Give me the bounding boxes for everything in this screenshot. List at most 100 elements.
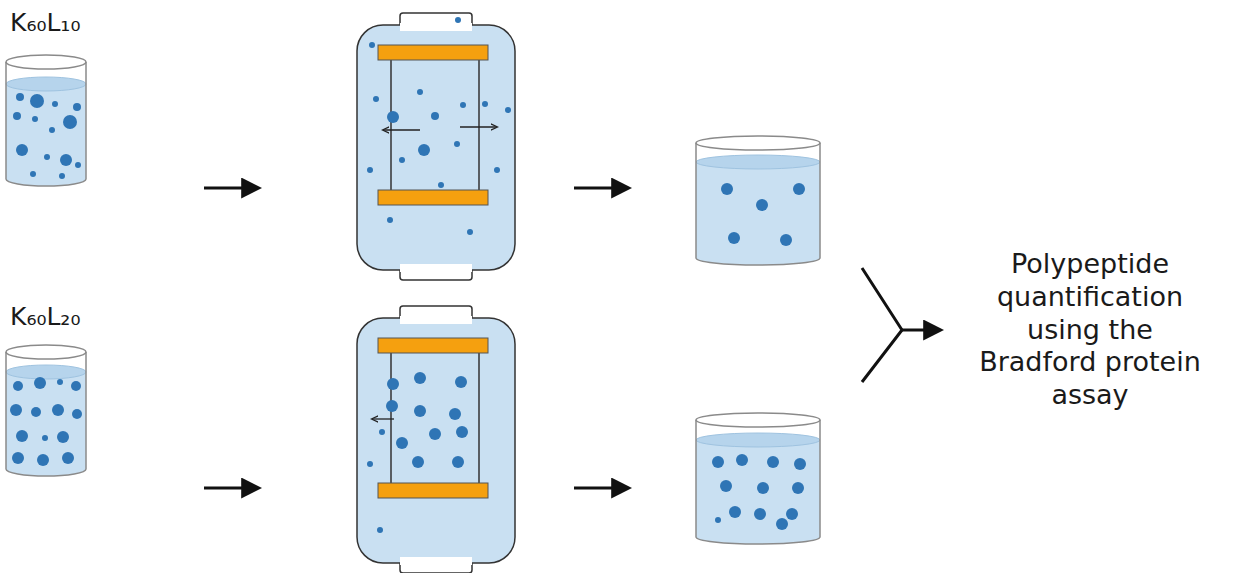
polypeptide-dot [414,405,426,417]
polypeptide-dot [412,456,424,468]
polypeptide-dot [455,17,461,23]
process-arrow [204,187,258,190]
diffusion-arrow [460,126,497,127]
polypeptide-dot [71,381,81,391]
polypeptide-dot [367,461,373,467]
beaker-glass [696,143,820,265]
polypeptide-dot [57,431,69,443]
polypeptide-dot [42,435,48,441]
polypeptide-dot [30,171,36,177]
orange-gasket [378,338,488,353]
cassette-cap-inner [400,23,472,31]
beaker-water [6,84,86,186]
cassette-cap-inner [400,264,472,272]
beaker-glass [6,352,86,476]
beaker [6,55,86,186]
membrane-frame [478,60,480,192]
dialysis-cassette [357,13,515,280]
polypeptide-dot [756,199,768,211]
cassette-body [357,25,515,270]
water-surface [696,155,820,169]
process-arrow [204,487,258,490]
polypeptide-dot [452,456,464,468]
polypeptide-dot [396,437,408,449]
polypeptide-dot [13,381,23,391]
polypeptide-dot [757,482,769,494]
process-arrow [574,487,628,490]
cassette-cap-inner [400,557,472,565]
polypeptide-dot [715,517,721,523]
dialysis-cassette [357,306,515,573]
beaker-water [6,372,86,476]
beaker-rim [696,136,820,150]
beaker-water [696,440,820,544]
beaker [696,413,820,544]
polypeptide-dot [379,429,385,435]
cassette-cap [400,13,472,31]
polypeptide-dot [505,107,511,113]
diffusion-arrow [372,418,394,419]
polypeptide-dot [62,452,74,464]
beaker-water [696,162,820,265]
polypeptide-dot [460,102,466,108]
polypeptide-dot [75,162,81,168]
beaker-rim [6,55,86,69]
water-surface [6,77,86,91]
polypeptide-dot [63,115,77,129]
polypeptide-dot [438,182,444,188]
polypeptide-dot [729,506,741,518]
polypeptide-dot [373,96,379,102]
sample-label: K₆₀L₁₀ [10,8,80,37]
polypeptide-dot [49,127,55,133]
water-surface [6,365,86,379]
polypeptide-dot [367,167,373,173]
polypeptide-dot [494,167,500,173]
diffusion-arrow [383,129,420,130]
polypeptide-dot [431,112,439,120]
polypeptide-dot [455,376,467,388]
polypeptide-dot [16,430,28,442]
beaker [6,345,86,476]
cassette-cap-inner [400,316,472,324]
polypeptide-dot [387,378,399,390]
polypeptide-dot [767,456,779,468]
polypeptide-dot [60,154,72,166]
polypeptide-dot [12,452,24,464]
polypeptide-dot [13,112,21,120]
orange-gasket [378,45,488,60]
polypeptide-dot [456,426,468,438]
polypeptide-dot [52,101,58,107]
polypeptide-dot [712,456,724,468]
polypeptide-dot [728,232,740,244]
polypeptide-dot [482,101,488,107]
beaker-glass [696,420,820,544]
step-label: Polypeptide quantification using the Bra… [970,248,1210,413]
beaker-glass [6,62,86,186]
polypeptide-dot [721,183,733,195]
polypeptide-dot [794,458,806,470]
sample-label: K₆₀L₂₀ [10,302,80,331]
polypeptide-dot [417,89,423,95]
polypeptide-dot [386,400,398,412]
polypeptide-dot [792,482,804,494]
polypeptide-dot [780,234,792,246]
polypeptide-dot [776,518,788,530]
membrane-frame [478,353,480,485]
merge-lines [862,268,902,382]
polypeptide-dot [31,407,41,417]
polypeptide-dot [10,404,22,416]
beaker-rim [6,345,86,359]
membrane-frame [390,60,392,192]
polypeptide-dot [449,408,461,420]
polypeptide-dot [429,428,441,440]
orange-gasket [378,483,488,498]
polypeptide-dot [387,217,393,223]
cassette-body [357,318,515,563]
polypeptide-dot [754,508,766,520]
polypeptide-dot [30,94,44,108]
polypeptide-dot [369,42,375,48]
polypeptide-dot [377,527,383,533]
polypeptide-dot [34,377,46,389]
orange-gasket [378,190,488,205]
